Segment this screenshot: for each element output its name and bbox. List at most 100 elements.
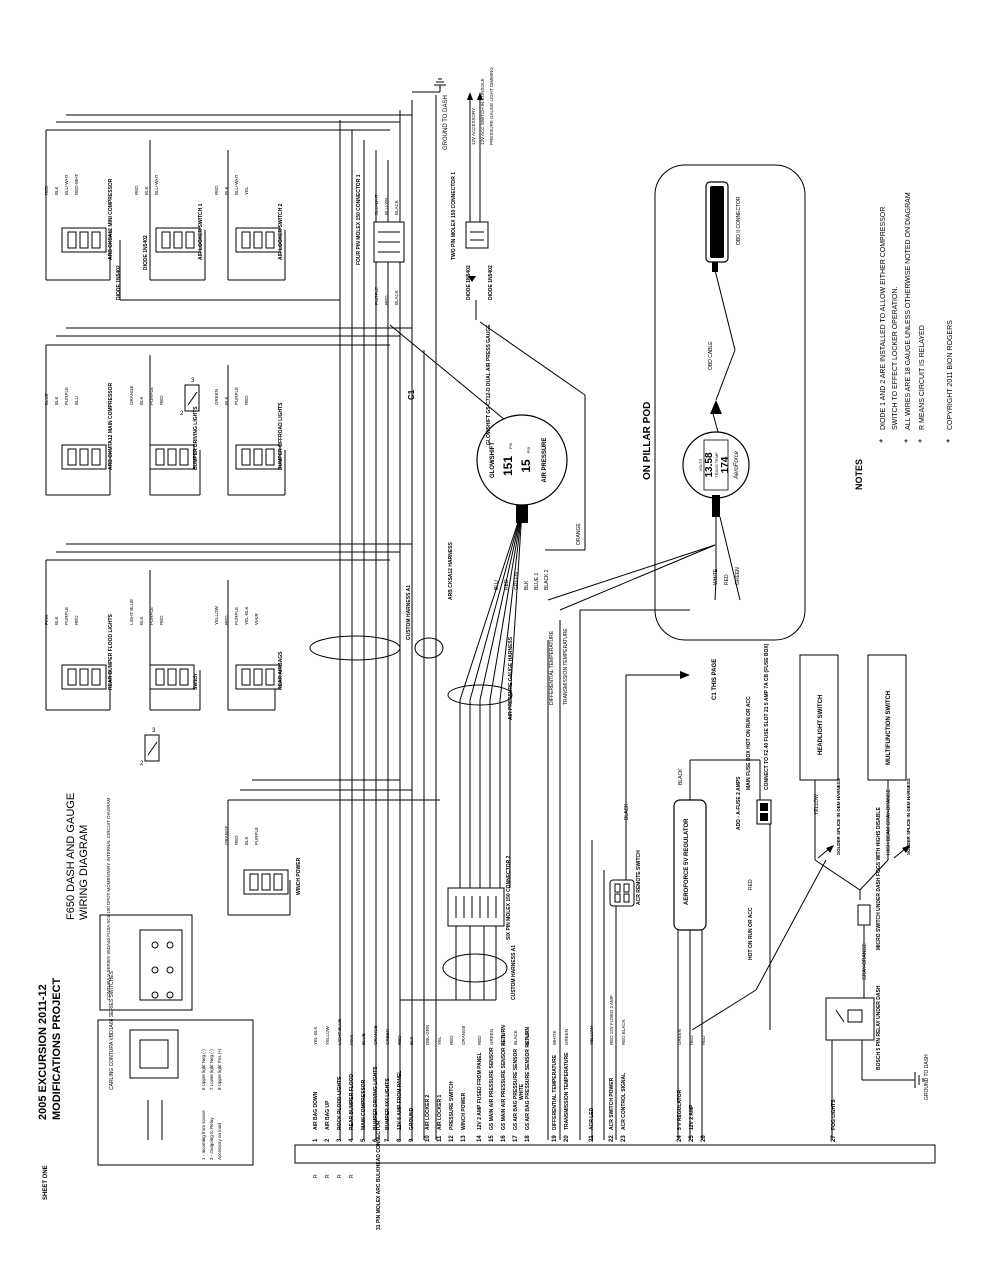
pin-wire-4: PINK [349, 1034, 354, 1045]
c1-wire-5: BLACK [394, 290, 399, 305]
diode-2b-label: DIODE 1N5402 [488, 265, 494, 300]
pin-wire-15: GREEN [489, 1029, 494, 1045]
hot-on-run-label: HOT ON RUN OR ACC [748, 907, 754, 960]
c1-wire-3: PURPLE [374, 287, 379, 305]
svg-text:3: 3 [191, 378, 195, 384]
pin-label-18: GS AIR BAG PRESSURE SENSOR RETURN [525, 1026, 531, 1130]
headlight-switch-label: HEADLIGHT SWITCH [818, 695, 824, 755]
note-item-1: DIODE 1 AND 2 ARE INSTALLED TO ALLOW EIT… [880, 207, 887, 430]
pin-number-24: 24 [677, 1135, 683, 1142]
pin-number-10: 10 [425, 1135, 431, 1142]
grayorange-label: GRAY-ORANGE [862, 943, 868, 980]
pin-wire-17: BLACK [513, 1030, 518, 1045]
glowshift-orange: ORANGE [576, 523, 582, 545]
pin-label-14: 12V 2 AMP FUSED FROM PANEL [477, 1052, 483, 1130]
pin-relay-3: R [337, 1174, 343, 1178]
switches_row2-switch-2-name: BUMPER DRIVING LIGHTS [193, 406, 199, 470]
obd-connector-label: OBD II CONNECTOR [736, 196, 742, 245]
switches_row2-switch-2-wire-2: PURPLE [149, 387, 154, 405]
acr-remote-label: ACR REMOTE SWITCH [636, 850, 642, 905]
row3-switch-3 [235, 664, 281, 690]
gauge-wiring [389, 300, 716, 1140]
row1-switch-3 [235, 227, 281, 253]
regulator-black: BLACK [678, 768, 684, 785]
c1-wire-0: BLU-WHT [374, 194, 379, 215]
switches_row3-switch-3-name: REAR AIRBAGS [278, 651, 284, 690]
row2-switch-1 [61, 444, 107, 470]
switches_row2-switch-3-wire-1: BLK [224, 396, 229, 405]
pin-wire-24: GREEN [677, 1029, 682, 1045]
pin-number-23: 23 [621, 1135, 627, 1142]
note-item-4: R MEANS CIRCUIT IS RELAYED [919, 325, 926, 430]
glowshift-brand: GLOWSHIFT [490, 442, 496, 478]
switches_row1-switch-2-wire-0: RED [134, 185, 139, 195]
connector-two-pin [465, 221, 489, 282]
pin-label-2: AIR BAG UP [325, 1100, 331, 1130]
winch-name: WINCH POWER [296, 857, 302, 895]
glowshift-wire-1: RED [504, 579, 510, 590]
title-line-2: MODIFICATIONS PROJECT [51, 978, 63, 1120]
glowshift-gauge [476, 414, 568, 523]
carling-legend-2: Accessory on load [217, 1123, 222, 1160]
row2-switch-2 [149, 444, 195, 470]
switches_row1-switch-1-wire-1: BLK [54, 186, 59, 195]
switches_row2-switch-1-wire-2: PURPLE [64, 387, 69, 405]
obd-cable-label: OBD CABLE [708, 341, 714, 370]
row1-wiring [45, 114, 412, 301]
switches_row2-switch-2-wire-1: BLK [139, 396, 144, 405]
svg-text:3: 3 [152, 728, 156, 734]
pin-wire-5: BLUE [361, 1033, 366, 1045]
switches_row3-switch-1-wire-2: PURPLE [64, 607, 69, 625]
pin-number-27: 27 [831, 1135, 837, 1142]
switches_row2-switch-1-wire-0: BLUE [44, 393, 49, 405]
regulator-red: RED [748, 879, 754, 890]
pin-wire-21: YELLOW [589, 1025, 594, 1045]
switches_row1-switch-1-name: ARB CKSA12 MINI COMPRESSOR [108, 178, 114, 260]
switches_row1-switch-1-wire-2: BLU-WHT [64, 174, 69, 195]
pin-wire-20: GREEN [564, 1029, 569, 1045]
pin-wire-11: YEL [437, 1036, 442, 1045]
accessory-label-2: PRESSURE GAUGE LIGHT DIMMING [489, 67, 494, 145]
relay-ground-label: GROUND TO DASH [924, 1054, 930, 1100]
glowshift-wire-2: GREEN [514, 572, 520, 590]
switches_row2-switch-1-name: ARB CKMTA12 MAIN COMPRESSOR [108, 382, 114, 470]
pillar-pod [654, 164, 806, 641]
pod-wire-0: WHITE [713, 568, 719, 585]
white-label: WHITE [519, 1083, 525, 1100]
pin-wire-6: ORANGE [373, 1025, 378, 1045]
pin-label-16: GS MAIN AIR PRESSURE SENSOR RETURN [501, 1025, 507, 1130]
connector-six-pin [447, 887, 505, 927]
pin-number-7: 7 [385, 1138, 391, 1142]
glowshift-wire-5: BLACK 2 [544, 569, 550, 590]
pin-relay-4: R [349, 1174, 355, 1178]
pin-number-18: 18 [525, 1135, 531, 1142]
pin-number-17: 17 [513, 1135, 519, 1142]
c1-wire-4: RED [384, 295, 389, 305]
switches_row1-switch-3-wire-2: BLU-WHT [234, 174, 239, 195]
custom-harness-a1b-label: CUSTOM HARNESS A1 [511, 945, 517, 1000]
pin-number-6: 6 [373, 1138, 379, 1142]
glowshift-label: GLOWSHIFT GS-C712-D DUAL AIR PRESS GAUGE [486, 324, 492, 445]
pin-label-4: REAR BUMPER FLOOD [349, 1074, 355, 1131]
glowshift-text: GLOWSHIFT 151 PSI 15 PSI AIR PRESSURE [490, 437, 548, 482]
pin-number-16: 16 [501, 1135, 507, 1142]
pin-label-17: GS AIR BAG PRESSURE SENSOR [513, 1049, 519, 1130]
pin-relay-1: R [313, 1174, 319, 1178]
aeroforce-regulator [673, 799, 707, 931]
switches_row2-switch-1-wire-3: BLU [74, 396, 79, 405]
switches_row1-switch-1-wire-3: RED-WHT [74, 174, 79, 195]
pin-wire-10: DBL-GRN [425, 1025, 430, 1045]
pod-wire-1: RED [724, 574, 730, 585]
pin-wire-18: BLACK [525, 1030, 530, 1045]
gauge-brand: AeroForce [734, 450, 740, 480]
glowshift-top-unit: PSI [508, 443, 513, 449]
note-item-3: ALL WIRES ARE 18 GAUGE UNLESS OTHERWISE … [905, 192, 912, 430]
pin-label-23: ACR CONTROL SIGNAL [621, 1073, 627, 1130]
switches_row3-switch-2-wire-0: LIGHT BLUE [129, 599, 134, 625]
pin-label-5: MAIN COMPRESSOR [361, 1079, 367, 1130]
pin-number-21: 21 [589, 1135, 595, 1142]
regulator-black-2: BLACK [624, 803, 630, 820]
switches_row1-switch-2-wire-2: BLU-WHT [154, 174, 159, 195]
pin-label-27: FOG LIGHTS [831, 1099, 837, 1130]
notes-heading: NOTES [854, 459, 864, 490]
